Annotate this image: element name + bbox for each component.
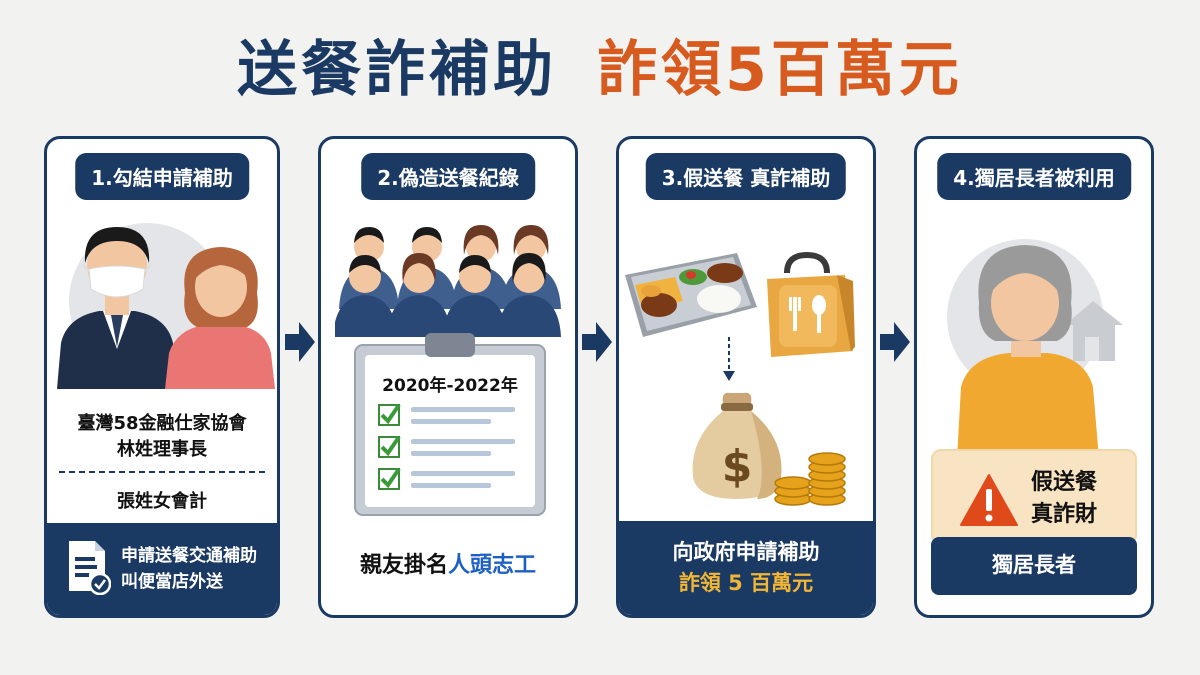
main-title: 送餐詐補助詐領5百萬元: [0, 30, 1200, 110]
step-footer-4: 獨居長者: [931, 537, 1137, 595]
elderly-woman-icon: [947, 239, 1123, 459]
arrow-right-icon: [582, 322, 612, 362]
document-check-icon: [69, 541, 111, 595]
checkbox-icon: [378, 403, 401, 426]
step-card-3: 3.假送餐 真詐補助 $: [616, 136, 876, 618]
warning-text: 假送餐 真詐財: [1031, 467, 1097, 531]
org-line2: 林姓理事長: [117, 439, 207, 460]
step-label-4: 4.獨居長者被利用: [937, 153, 1131, 200]
warn-line1: 假送餐: [1031, 470, 1098, 495]
org-line1: 臺灣58金融仕家協會: [77, 413, 247, 434]
footer4-line1: 獨居長者: [992, 553, 1076, 578]
dashed-down-arrow: [723, 337, 735, 381]
coin-stack-icon: [774, 452, 846, 506]
step-card-2: 2.偽造送餐紀錄: [318, 136, 578, 618]
warning-icon: [960, 474, 1018, 526]
date-range: 2020年-2022年: [382, 376, 518, 396]
person2-name: 張姓女會計: [117, 491, 207, 512]
footer3-line1: 向政府申請補助: [672, 539, 820, 564]
checkbox-icon: [378, 467, 401, 490]
footer2-prefix: 親友掛名: [359, 553, 448, 578]
house-icon: [1065, 301, 1123, 361]
footer3-line2: 詐領 5 百萬元: [678, 571, 814, 595]
arrow-right-icon: [285, 322, 315, 362]
bento-box-icon: [625, 253, 757, 337]
arrow-right-icon: [880, 322, 910, 362]
step-footer-3: 向政府申請補助 詐領 5 百萬元: [619, 521, 873, 615]
footer1-line2: 叫便當店外送: [121, 572, 223, 592]
step-label-1: 1.勾結申請補助: [75, 153, 249, 200]
person-mask-icon: [57, 227, 177, 389]
step-label-3: 3.假送餐 真詐補助: [645, 153, 847, 200]
money-symbol: $: [721, 441, 753, 492]
warning-box: 假送餐 真詐財: [931, 449, 1137, 545]
step-card-1: 1.勾結申請補助 臺灣58金融仕家協會 林姓理事長 張姓女會計: [44, 136, 280, 618]
delivery-bag-icon: [767, 251, 855, 357]
volunteer-group-icon: [335, 225, 561, 337]
footer1-line1: 申請送餐交通補助: [121, 546, 257, 566]
title-part2: 詐領5百萬元: [597, 35, 963, 105]
step-card-4: 4.獨居長者被利用 假送餐 真詐財 獨居長者: [914, 136, 1154, 618]
person-illustration: [57, 223, 275, 389]
warn-line2: 真詐財: [1031, 502, 1098, 527]
dashed-divider: [59, 471, 265, 473]
checkbox-icon: [378, 435, 401, 458]
step-label-2: 2.偽造送餐紀錄: [361, 153, 535, 200]
footer-text-1: 申請送餐交通補助 叫便當店外送: [121, 543, 257, 595]
clipboard-icon: [354, 333, 546, 516]
step-footer-2: 親友掛名人頭志工: [321, 547, 575, 579]
org-name: 臺灣58金融仕家協會 林姓理事長: [47, 411, 277, 463]
title-part1: 送餐詐補助: [237, 35, 558, 105]
money-bag-icon: [692, 392, 782, 499]
step-footer-1: 申請送餐交通補助 叫便當店外送: [47, 523, 277, 615]
footer2-highlight: 人頭志工: [448, 553, 537, 578]
woman-icon: [165, 247, 275, 389]
